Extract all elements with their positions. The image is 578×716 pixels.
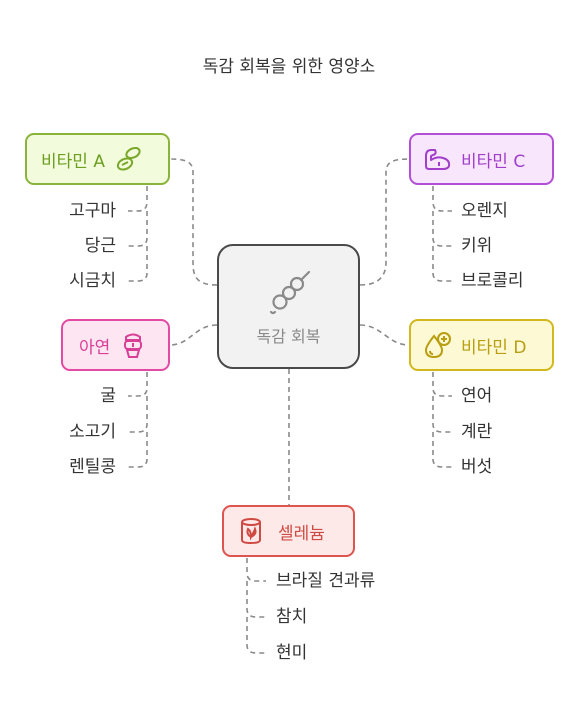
mineral-icon — [122, 331, 144, 359]
node-label: 셀레늄 — [278, 523, 325, 544]
seeds-icon — [115, 145, 143, 173]
drop-plus-icon — [423, 330, 453, 360]
connector-vitamin-c — [359, 158, 410, 286]
node-vitamin-d[interactable]: 비타민 D — [409, 319, 554, 371]
list-item: 렌틸콩 — [69, 457, 116, 477]
node-selenium[interactable]: 셀레늄 — [222, 505, 355, 557]
list-item: 고구마 — [69, 201, 116, 221]
list-item: 브라질 견과류 — [276, 571, 376, 591]
bean-icon — [265, 266, 317, 322]
list-item: 시금치 — [69, 271, 116, 291]
can-icon — [238, 516, 264, 546]
list-item: 버섯 — [461, 457, 493, 477]
list-item: 계란 — [461, 422, 493, 442]
center-node[interactable]: 독감 회복 — [217, 244, 360, 369]
node-label: 비타민 D — [461, 337, 527, 358]
node-vitamin-c[interactable]: 비타민 C — [409, 133, 554, 185]
diagram-title: 독감 회복을 위한 영양소 — [202, 57, 376, 77]
list-item: 당근 — [84, 236, 116, 256]
list-item: 브로콜리 — [461, 271, 524, 291]
node-label: 아연 — [79, 337, 111, 358]
list-item: 연어 — [461, 386, 493, 406]
connector-zinc — [169, 324, 218, 346]
connector-vitamin-d — [359, 324, 410, 346]
list-item: 현미 — [276, 643, 308, 663]
connector-vitamin-a — [169, 158, 218, 286]
arm-icon — [423, 146, 453, 172]
list-item: 참치 — [276, 607, 308, 627]
list-item: 굴 — [100, 386, 116, 406]
node-label: 비타민 C — [461, 151, 526, 172]
center-label: 독감 회복 — [256, 327, 321, 346]
node-zinc[interactable]: 아연 — [61, 319, 170, 371]
node-label: 비타민 A — [41, 151, 105, 172]
list-item: 키위 — [461, 236, 493, 256]
node-vitamin-a[interactable]: 비타민 A — [25, 133, 170, 185]
list-item: 오렌지 — [461, 201, 508, 221]
list-item: 소고기 — [69, 422, 116, 442]
